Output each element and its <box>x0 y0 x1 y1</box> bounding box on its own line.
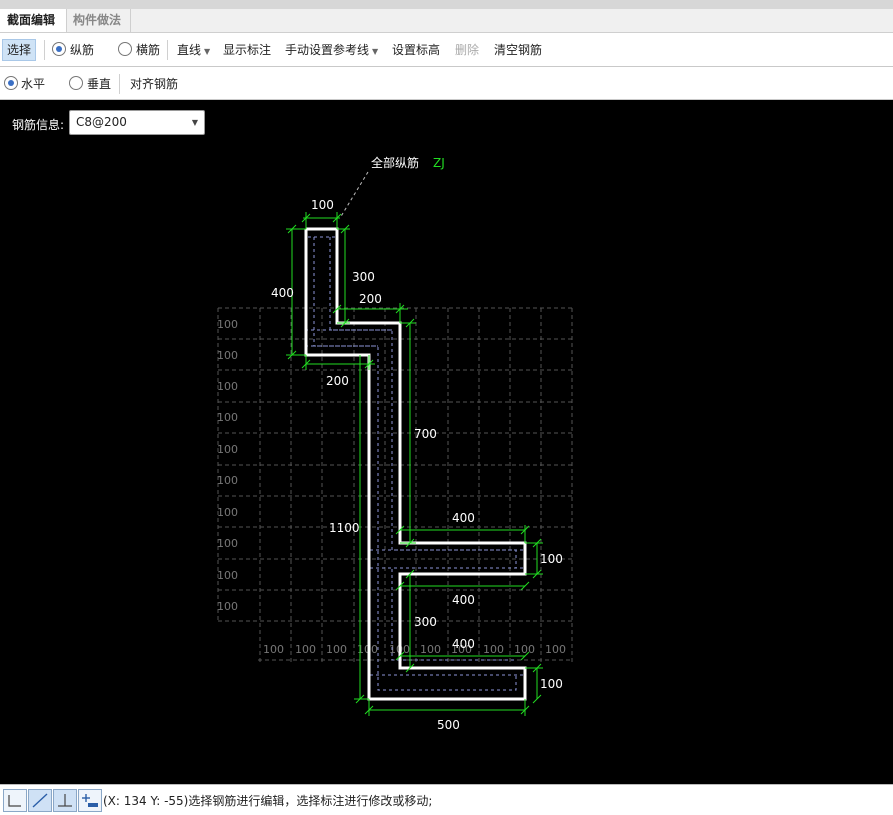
perpendicular-icon[interactable] <box>53 789 77 812</box>
grid-col-labels: 100 100 100 100 100 100 100 100 100 100 <box>263 643 566 656</box>
diagonal-line-icon[interactable] <box>28 789 52 812</box>
clear-rebar-button[interactable]: 清空钢筋 <box>494 43 543 57</box>
grid-row-label: 100 <box>217 411 238 424</box>
grid-col-label: 100 <box>326 643 347 656</box>
radio-transverse-label[interactable]: 横筋 <box>136 43 161 57</box>
grid-col-label: 100 <box>420 643 441 656</box>
dim-label[interactable]: 300 <box>352 270 375 284</box>
chevron-down-icon: ▼ <box>191 118 198 127</box>
toolbar-separator <box>167 40 168 60</box>
grid-row-label: 100 <box>217 349 238 362</box>
grid-col-label: 100 <box>263 643 284 656</box>
section-outline[interactable] <box>304 227 527 701</box>
main-toolbar: 选择 纵筋 横筋 直线▼ 显示标注 手动设置参考线▼ 设置标高 删除 清空钢筋 <box>0 33 893 67</box>
rebar-inner-dashed <box>305 236 525 691</box>
dim-label[interactable]: 400 <box>271 286 294 300</box>
toolbar-separator <box>44 40 45 60</box>
line-type-label: 直线 <box>177 43 202 57</box>
grid-row-label: 100 <box>217 506 238 519</box>
grid-row-label: 100 <box>217 569 238 582</box>
grid-col-label: 100 <box>514 643 535 656</box>
dim-label[interactable]: 400 <box>452 637 475 651</box>
add-point-icon[interactable] <box>78 789 102 812</box>
radio-horizontal-icon[interactable] <box>4 76 18 90</box>
window-top-strip <box>0 0 893 9</box>
grid-col-label: 100 <box>483 643 504 656</box>
dim-label[interactable]: 400 <box>452 593 475 607</box>
grid-row-label: 100 <box>217 380 238 393</box>
set-elevation-button[interactable]: 设置标高 <box>392 43 441 57</box>
grid-row-label: 100 <box>217 443 238 456</box>
radio-longitudinal-icon[interactable] <box>52 42 66 56</box>
grid-col-label: 100 <box>451 643 472 656</box>
show-dims-button[interactable]: 显示标注 <box>223 43 272 57</box>
radio-transverse-icon[interactable] <box>118 42 132 56</box>
dim-label[interactable]: 1100 <box>329 521 360 535</box>
dim-label[interactable]: 500 <box>437 718 460 732</box>
annotation-code[interactable]: ZJ <box>433 156 445 170</box>
dim-label[interactable]: 200 <box>359 292 382 306</box>
drawing-canvas[interactable]: 100 100 100 100 100 100 100 100 100 100 … <box>0 100 893 784</box>
dim-label[interactable]: 100 <box>311 198 334 212</box>
tab-bar: 截面编辑 构件做法 <box>0 9 893 33</box>
dim-label[interactable]: 700 <box>414 427 437 441</box>
grid-row-labels: 100 100 100 100 100 100 100 100 100 100 <box>217 318 238 613</box>
rebar-info-select[interactable]: C8@200 ▼ <box>69 110 205 135</box>
grid-col-label: 100 <box>545 643 566 656</box>
chevron-down-icon: ▼ <box>204 47 211 56</box>
dimension-ticks <box>287 213 542 715</box>
grid-row-label: 100 <box>217 537 238 550</box>
radio-vertical-label[interactable]: 垂直 <box>87 77 112 91</box>
radio-horizontal-label[interactable]: 水平 <box>21 77 46 91</box>
manual-ref-label: 手动设置参考线 <box>285 43 370 57</box>
dim-label[interactable]: 200 <box>326 374 349 388</box>
radio-vertical-icon[interactable] <box>69 76 83 90</box>
select-button[interactable]: 选择 <box>2 39 37 61</box>
manual-ref-dropdown[interactable]: 手动设置参考线▼ <box>285 40 378 60</box>
secondary-toolbar: 水平 垂直 对齐钢筋 <box>0 67 893 100</box>
status-text: (X: 134 Y: -55)选择钢筋进行编辑，选择标注进行修改或移动; <box>103 794 433 808</box>
annotation-label[interactable]: 全部纵筋 <box>371 155 419 170</box>
dim-label[interactable]: 400 <box>452 511 475 525</box>
grid-row-label: 100 <box>217 600 238 613</box>
chevron-down-icon: ▼ <box>372 47 379 56</box>
toolbar-separator <box>119 74 120 94</box>
delete-button[interactable]: 删除 <box>455 43 480 57</box>
rebar-info-value: C8@200 <box>76 115 127 129</box>
tab-section-edit[interactable]: 截面编辑 <box>0 9 67 32</box>
annotation-leader <box>339 171 369 219</box>
status-bar: (X: 134 Y: -55)选择钢筋进行编辑，选择标注进行修改或移动; <box>0 784 893 815</box>
dim-label[interactable]: 100 <box>540 552 563 566</box>
grid-col-label: 100 <box>295 643 316 656</box>
ortho-corner-icon[interactable] <box>3 789 27 812</box>
dim-label[interactable]: 100 <box>540 677 563 691</box>
dimension-labels: 100 300 400 200 200 700 1100 400 100 400… <box>271 198 563 732</box>
dim-label[interactable]: 300 <box>414 615 437 629</box>
line-type-dropdown[interactable]: 直线▼ <box>177 40 210 60</box>
grid-row-label: 100 <box>217 474 238 487</box>
align-rebar-button[interactable]: 对齐钢筋 <box>130 77 179 91</box>
reference-grid <box>217 307 573 665</box>
rebar-info-label: 钢筋信息: <box>12 118 65 132</box>
grid-row-label: 100 <box>217 318 238 331</box>
radio-longitudinal-label[interactable]: 纵筋 <box>70 43 95 57</box>
tab-component-method[interactable]: 构件做法 <box>66 9 131 32</box>
dimension-lines <box>286 212 543 716</box>
